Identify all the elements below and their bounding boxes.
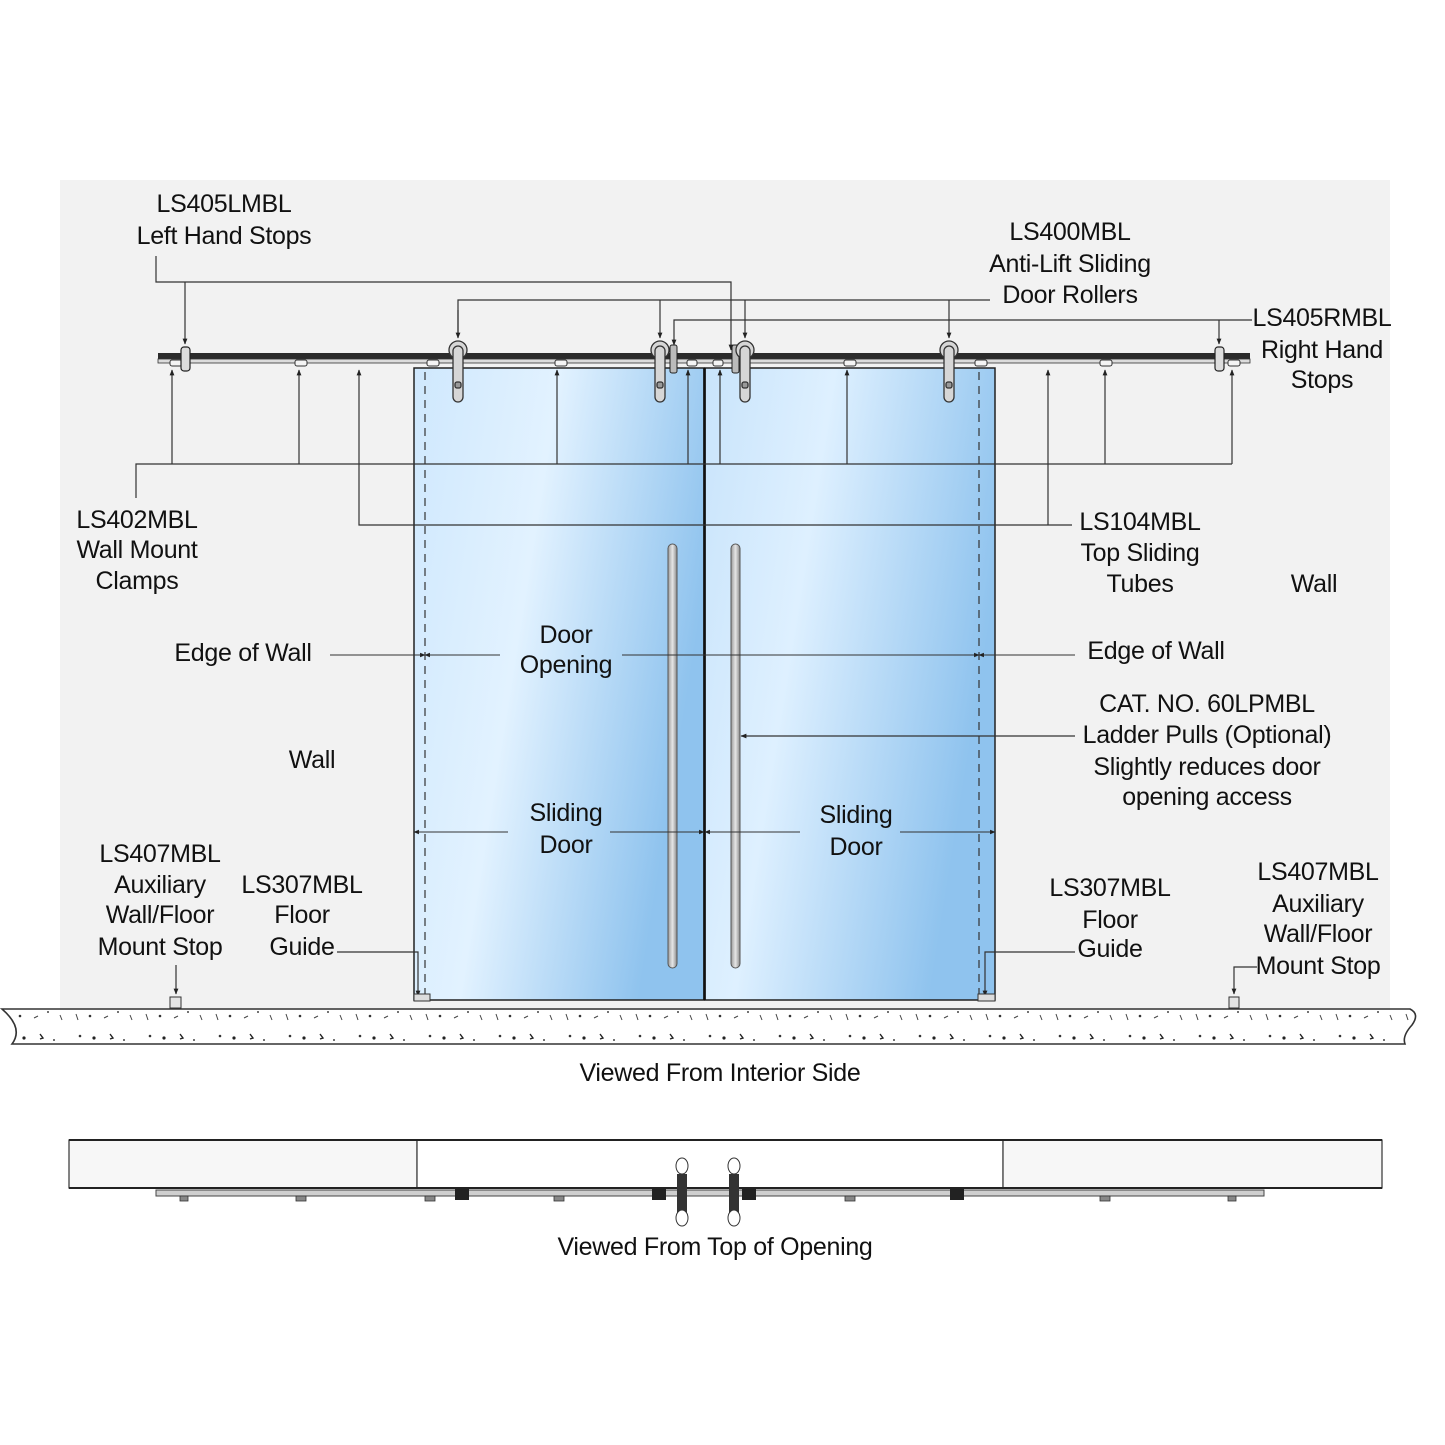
callout-door-rollers: LS400MBL Anti-Lift Sliding Door Rollers bbox=[989, 218, 1151, 309]
svg-text:opening access: opening access bbox=[1122, 783, 1292, 811]
svg-text:Sliding: Sliding bbox=[530, 799, 603, 827]
svg-text:Top Sliding: Top Sliding bbox=[1080, 539, 1199, 567]
callout-ladder-pulls: CAT. NO. 60LPMBL Ladder Pulls (Optional)… bbox=[1083, 690, 1332, 811]
svg-text:Ladder Pulls (Optional): Ladder Pulls (Optional) bbox=[1083, 721, 1332, 749]
top-view-rail bbox=[155, 1189, 1265, 1197]
callout-wall-mount-clamps: LS402MBL Wall Mount Clamps bbox=[76, 506, 198, 595]
callout-aux-stop-left: LS407MBL Auxiliary Wall/Floor Mount Stop bbox=[98, 840, 223, 961]
svg-text:LS407MBL: LS407MBL bbox=[99, 840, 221, 868]
svg-text:Stops: Stops bbox=[1291, 366, 1353, 394]
svg-text:Opening: Opening bbox=[520, 651, 612, 679]
roller-1 bbox=[448, 340, 468, 403]
roller-4 bbox=[939, 340, 959, 403]
svg-text:Auxiliary: Auxiliary bbox=[114, 871, 207, 899]
svg-text:Left Hand Stops: Left Hand Stops bbox=[137, 222, 312, 250]
svg-text:Auxiliary: Auxiliary bbox=[1272, 890, 1365, 918]
leader-lines bbox=[135, 256, 1257, 997]
edge-of-wall-label-left: Edge of Wall bbox=[174, 639, 311, 667]
sliding-door-label-right: Sliding Door bbox=[820, 801, 893, 861]
svg-text:Floor: Floor bbox=[1082, 906, 1137, 934]
ladder-pull-right bbox=[730, 543, 741, 969]
callout-floor-guide-left: LS307MBL Floor Guide bbox=[241, 871, 363, 961]
svg-text:Slightly reduces door: Slightly reduces door bbox=[1093, 753, 1320, 781]
roller-2 bbox=[650, 340, 670, 403]
top-view-wall-right bbox=[1002, 1139, 1383, 1189]
svg-text:Mount Stop: Mount Stop bbox=[1256, 952, 1381, 980]
ladder-pulls bbox=[667, 543, 741, 969]
svg-text:CAT. NO. 60LPMBL: CAT. NO. 60LPMBL bbox=[1099, 690, 1315, 718]
callout-right-hand-stops: LS405RMBL Right Hand Stops bbox=[1252, 304, 1392, 394]
roller-3 bbox=[735, 340, 755, 403]
top-view-wall-left bbox=[68, 1139, 418, 1189]
top-sliding-tube bbox=[157, 344, 1251, 374]
svg-text:Clamps: Clamps bbox=[96, 567, 179, 595]
svg-text:Floor: Floor bbox=[274, 901, 329, 929]
interior-view-caption: Viewed From Interior Side bbox=[579, 1059, 860, 1087]
left-glass-door bbox=[413, 367, 705, 1001]
top-view-diagram bbox=[68, 1139, 1383, 1227]
svg-text:Guide: Guide bbox=[1077, 935, 1142, 963]
svg-text:LS307MBL: LS307MBL bbox=[1049, 874, 1171, 902]
right-hand-stop bbox=[1214, 346, 1225, 372]
top-view-pull-right bbox=[727, 1157, 741, 1227]
svg-text:LS405LMBL: LS405LMBL bbox=[157, 190, 292, 218]
door-opening-label: Door Opening bbox=[520, 621, 613, 679]
svg-text:Wall/Floor: Wall/Floor bbox=[106, 901, 215, 929]
svg-text:Door: Door bbox=[540, 621, 593, 649]
svg-text:Door: Door bbox=[540, 831, 593, 859]
aux-stop-left bbox=[169, 996, 182, 1009]
right-glass-door bbox=[704, 367, 996, 1001]
sliding-door-label-left: Sliding Door bbox=[530, 799, 603, 859]
top-view-caption: Viewed From Top of Opening bbox=[557, 1233, 872, 1261]
callout-aux-stop-right: LS407MBL Auxiliary Wall/Floor Mount Stop bbox=[1256, 858, 1381, 980]
callout-left-hand-stops: LS405LMBL Left Hand Stops bbox=[137, 190, 312, 250]
wall-label-left: Wall bbox=[289, 746, 335, 774]
svg-text:LS405RMBL: LS405RMBL bbox=[1252, 304, 1391, 332]
edge-of-wall-label-right: Edge of Wall bbox=[1087, 637, 1224, 665]
floor-guide-left bbox=[413, 993, 431, 1002]
door-rollers bbox=[448, 340, 959, 403]
svg-text:LS407MBL: LS407MBL bbox=[1257, 858, 1379, 886]
svg-text:Guide: Guide bbox=[269, 933, 334, 961]
callout-top-sliding-tubes: LS104MBL Top Sliding Tubes bbox=[1079, 508, 1201, 598]
floor-slab bbox=[0, 1008, 1417, 1045]
svg-text:Mount Stop: Mount Stop bbox=[98, 933, 223, 961]
svg-text:Wall/Floor: Wall/Floor bbox=[1264, 920, 1373, 948]
svg-text:Door Rollers: Door Rollers bbox=[1002, 281, 1137, 309]
svg-text:LS104MBL: LS104MBL bbox=[1079, 508, 1201, 536]
left-hand-stop bbox=[180, 346, 191, 372]
svg-text:Right Hand: Right Hand bbox=[1261, 336, 1383, 364]
glass-doors bbox=[413, 367, 996, 1001]
callout-floor-guide-right: LS307MBL Floor Guide bbox=[1049, 874, 1171, 963]
top-view-pull-left bbox=[675, 1157, 689, 1227]
wall-label-right: Wall bbox=[1291, 570, 1337, 598]
svg-text:LS307MBL: LS307MBL bbox=[241, 871, 363, 899]
svg-text:LS402MBL: LS402MBL bbox=[76, 506, 198, 534]
ladder-pull-left bbox=[667, 543, 678, 969]
svg-text:Tubes: Tubes bbox=[1106, 570, 1173, 598]
floor-guide-right bbox=[977, 993, 996, 1002]
svg-text:LS400MBL: LS400MBL bbox=[1009, 218, 1131, 246]
svg-text:Wall Mount: Wall Mount bbox=[76, 536, 197, 564]
svg-text:Anti-Lift Sliding: Anti-Lift Sliding bbox=[989, 250, 1151, 278]
aux-stop-right bbox=[1228, 996, 1240, 1009]
svg-text:Sliding: Sliding bbox=[820, 801, 893, 829]
svg-text:Door: Door bbox=[830, 833, 883, 861]
top-view-opening bbox=[416, 1139, 1004, 1189]
